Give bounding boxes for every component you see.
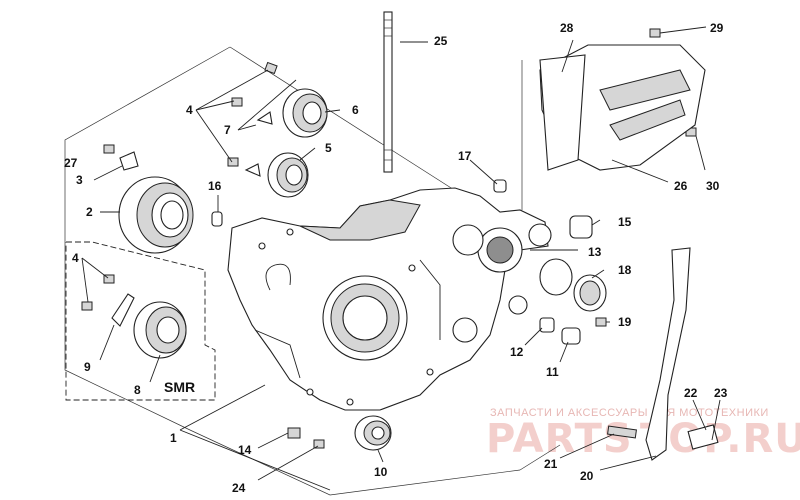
callout-28: 28: [560, 21, 574, 35]
callout-1: 1: [170, 431, 177, 445]
callout-30: 30: [706, 179, 720, 193]
bearing-6: [282, 88, 328, 138]
callout-13: 13: [588, 245, 602, 259]
bearing-8: [133, 301, 187, 359]
callout-25: 25: [434, 34, 448, 48]
watermark-subtitle: ЗАПЧАСТИ И АКСЕССУАРЫ ДЛЯ МОТОТЕХНИКИ: [490, 407, 769, 419]
chain-tensioner: [607, 247, 719, 461]
callout-6: 6: [352, 103, 359, 117]
callout-4: 4: [186, 103, 193, 117]
callout-5: 5: [325, 141, 332, 155]
callout-10: 10: [374, 465, 388, 479]
bearing-5: [267, 152, 309, 198]
callout-26: 26: [674, 179, 688, 193]
retaining-plates: [111, 111, 273, 327]
callout-19: 19: [618, 315, 632, 329]
callout-labels: 1 2 3 4 4 5 6 7 8 9 10 11 12 13 14 15 16…: [64, 21, 728, 495]
leader-lines: [81, 26, 721, 491]
callout-27: 27: [64, 156, 78, 170]
callout-18: 18: [618, 263, 632, 277]
callout-8: 8: [134, 383, 141, 397]
callout-22: 22: [684, 386, 698, 400]
callout-14: 14: [238, 443, 252, 457]
callout-16: 16: [208, 179, 222, 193]
crankcase-half: [227, 187, 552, 411]
callout-24: 24: [232, 481, 246, 495]
chain-guide-cover: [539, 44, 706, 171]
callout-20: 20: [580, 469, 594, 483]
bearing-2: [118, 176, 194, 254]
assembly-boundary: [64, 46, 561, 496]
callout-23: 23: [714, 386, 728, 400]
callout-9: 9: [84, 360, 91, 374]
callout-3: 3: [76, 173, 83, 187]
stud-25: [383, 11, 393, 173]
callout-17: 17: [458, 149, 472, 163]
watermark: ЗАПЧАСТИ И АКСЕССУАРЫ ДЛЯ МОТОТЕХНИКИ PA…: [486, 407, 800, 462]
callout-15: 15: [618, 215, 632, 229]
smr-group-label: SMR: [164, 379, 195, 395]
watermark-brand-left: PARTS: [486, 416, 633, 462]
callout-21: 21: [544, 457, 558, 471]
callout-2: 2: [86, 205, 93, 219]
callout-12: 12: [510, 345, 524, 359]
callout-7: 7: [224, 123, 231, 137]
callout-29: 29: [710, 21, 724, 35]
smr-group-box: [65, 241, 216, 401]
dowels-and-seals: [211, 179, 607, 345]
callout-11: 11: [546, 365, 559, 379]
bearing-10: [354, 415, 392, 451]
callout-4-smr: 4: [72, 251, 79, 265]
